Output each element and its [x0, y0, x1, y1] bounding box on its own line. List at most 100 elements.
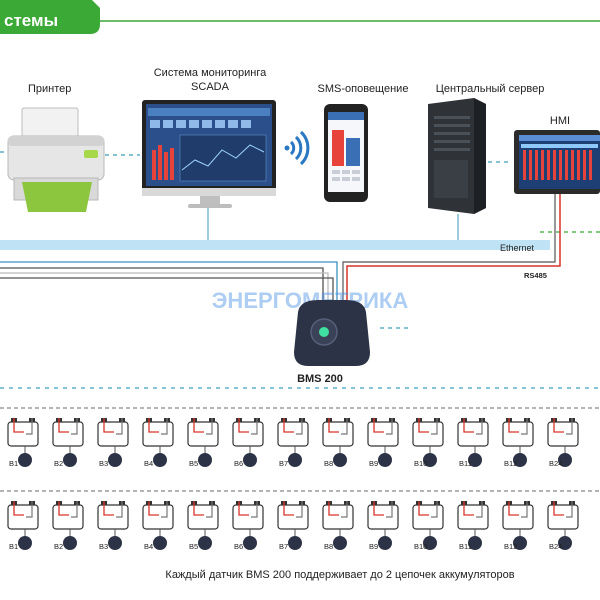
- header-title: стемы: [4, 11, 58, 30]
- battery-unit: B1: [7, 418, 39, 468]
- battery-unit: B9: [367, 501, 399, 551]
- battery-sensor-icon: [558, 453, 572, 467]
- bms-label: BMS 200: [297, 373, 343, 385]
- battery-unit: B4: [142, 501, 174, 551]
- battery-label: B1: [9, 459, 18, 468]
- rs485-line: [342, 194, 561, 305]
- bms-200-device-icon: [294, 300, 370, 366]
- battery-unit: B10: [412, 501, 444, 551]
- battery-label: B2: [54, 542, 63, 551]
- battery-sensor-icon: [18, 536, 32, 550]
- smartphone-icon: [324, 104, 368, 202]
- battery-label: B5: [189, 459, 198, 468]
- hmi-label: HMI: [550, 115, 570, 127]
- battery-sensor-icon: [108, 536, 122, 550]
- server-icon: [428, 98, 486, 214]
- battery-label: B11: [459, 459, 472, 468]
- battery-label: B9: [369, 459, 378, 468]
- battery-sensor-icon: [333, 453, 347, 467]
- battery-sensor-icon: [378, 536, 392, 550]
- battery-label: B24: [549, 459, 562, 468]
- battery-label: B1: [9, 542, 18, 551]
- battery-unit: B6: [232, 418, 264, 468]
- battery-sensor-icon: [198, 536, 212, 550]
- battery-sensor-icon: [333, 536, 347, 550]
- battery-sensor-icon: [153, 536, 167, 550]
- battery-sensor-icon: [468, 453, 482, 467]
- battery-sensor-icon: [198, 453, 212, 467]
- battery-unit: B6: [232, 501, 264, 551]
- battery-unit: B10: [412, 418, 444, 468]
- caption: Каждый датчик BMS 200 поддерживает до 2 …: [165, 569, 514, 581]
- battery-label: B5: [189, 542, 198, 551]
- battery-sensor-icon: [288, 453, 302, 467]
- battery-label: B10: [414, 542, 427, 551]
- battery-label: B9: [369, 542, 378, 551]
- battery-sensor-icon: [423, 453, 437, 467]
- battery-unit: B11: [457, 501, 489, 551]
- battery-label: B11: [459, 542, 472, 551]
- battery-sensor-icon: [18, 453, 32, 467]
- battery-sensor-icon: [288, 536, 302, 550]
- battery-label: B10: [414, 459, 427, 468]
- battery-unit: B12: [502, 501, 534, 551]
- battery-unit: B24: [547, 501, 579, 551]
- battery-label: B3: [99, 542, 108, 551]
- battery-sensor-icon: [423, 536, 437, 550]
- battery-unit: B8: [322, 418, 354, 468]
- battery-unit: B24: [547, 418, 579, 468]
- rs485-label: RS485: [524, 271, 547, 280]
- scada-label-line2: SCADA: [191, 81, 230, 93]
- battery-sensor-icon: [513, 536, 527, 550]
- battery-unit: B8: [322, 501, 354, 551]
- sms-label: SMS-оповещение: [318, 83, 409, 95]
- wifi-icon: [284, 130, 310, 166]
- battery-label: B7: [279, 542, 288, 551]
- battery-unit: B5: [187, 501, 219, 551]
- battery-sensor-icon: [243, 536, 257, 550]
- scada-label-line1: Система мониторинга: [154, 67, 267, 79]
- battery-sensor-icon: [558, 536, 572, 550]
- battery-unit: B7: [277, 418, 309, 468]
- battery-sensor-icon: [378, 453, 392, 467]
- printer-label: Принтер: [28, 83, 71, 95]
- battery-label: B4: [144, 542, 153, 551]
- battery-label: B12: [504, 542, 517, 551]
- battery-sensor-icon: [108, 453, 122, 467]
- header-banner: [0, 0, 100, 34]
- battery-label: B7: [279, 459, 288, 468]
- battery-sensor-icon: [243, 453, 257, 467]
- ethernet-bus: [0, 240, 550, 250]
- battery-label: B4: [144, 459, 153, 468]
- battery-sensor-icon: [153, 453, 167, 467]
- battery-label: B3: [99, 459, 108, 468]
- battery-unit: B2: [52, 501, 84, 551]
- server-label: Центральный сервер: [436, 83, 545, 95]
- scada-monitor-icon: [142, 100, 276, 208]
- ethernet-label: Ethernet: [500, 243, 535, 253]
- battery-sensor-icon: [63, 536, 77, 550]
- battery-label: B8: [324, 459, 333, 468]
- battery-label: B6: [234, 542, 243, 551]
- battery-sensor-icon: [63, 453, 77, 467]
- battery-unit: B5: [187, 418, 219, 468]
- battery-label: B2: [54, 459, 63, 468]
- battery-unit: B3: [97, 418, 129, 468]
- battery-sensor-icon: [468, 536, 482, 550]
- battery-sensor-icon: [513, 453, 527, 467]
- battery-unit: B1: [7, 501, 39, 551]
- battery-unit: B3: [97, 501, 129, 551]
- battery-unit: B9: [367, 418, 399, 468]
- battery-unit: B12: [502, 418, 534, 468]
- printer-icon: [7, 107, 105, 212]
- battery-unit: B4: [142, 418, 174, 468]
- battery-unit: B7: [277, 501, 309, 551]
- battery-unit: B2: [52, 418, 84, 468]
- battery-unit: B11: [457, 418, 489, 468]
- battery-label: B6: [234, 459, 243, 468]
- hmi-panel-icon: [514, 130, 600, 194]
- battery-label: B8: [324, 542, 333, 551]
- battery-label: B24: [549, 542, 562, 551]
